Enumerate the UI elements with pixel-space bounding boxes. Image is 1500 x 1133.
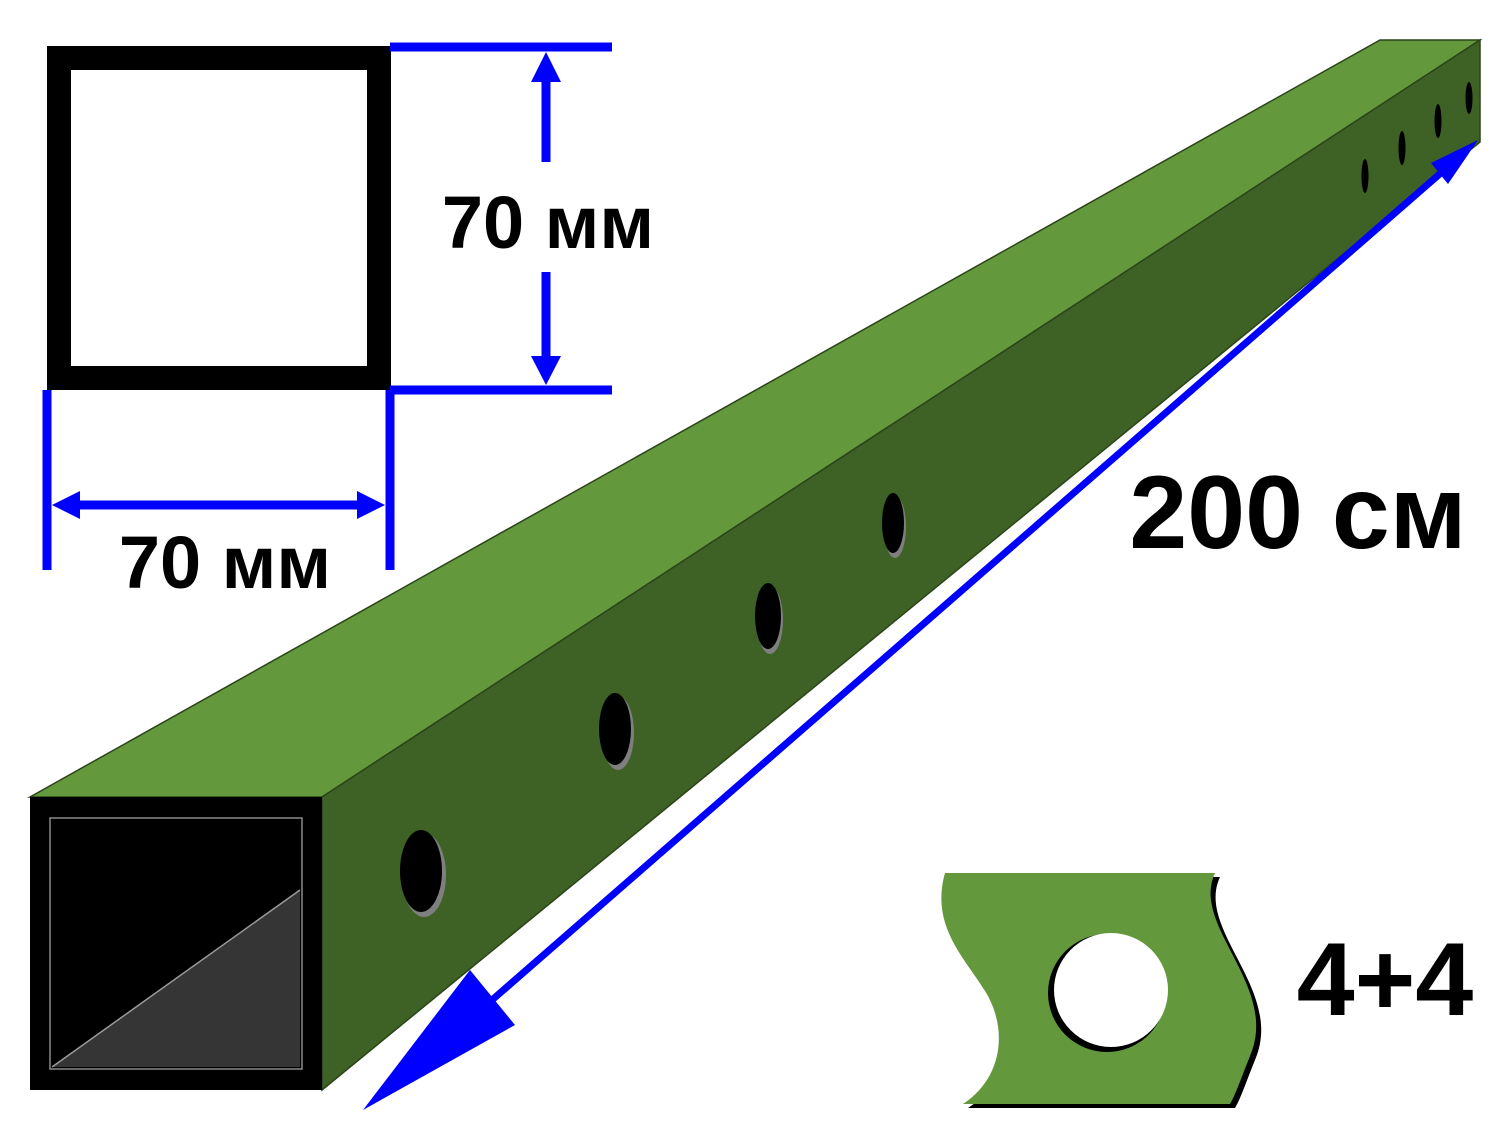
hole bbox=[1398, 131, 1406, 165]
hole-detail bbox=[941, 873, 1262, 1108]
width-dimension-label: 70 мм bbox=[119, 521, 331, 604]
pipe-3d bbox=[27, 38, 1483, 1092]
length-dimension bbox=[363, 140, 1478, 1110]
hole bbox=[882, 493, 904, 553]
hole bbox=[1434, 104, 1442, 138]
width-arrowhead-left bbox=[52, 491, 80, 519]
hole bbox=[1465, 82, 1473, 114]
height-arrowhead-down bbox=[531, 356, 561, 385]
hole bbox=[755, 583, 781, 649]
length-arrowhead-top bbox=[1431, 140, 1478, 184]
length-arrow-line bbox=[489, 162, 1453, 1003]
length-arrowhead-bottom bbox=[363, 970, 515, 1110]
height-dimension bbox=[390, 42, 612, 395]
pipe-end-face bbox=[30, 797, 322, 1090]
width-dimension bbox=[42, 390, 395, 570]
cross-section bbox=[47, 46, 391, 390]
pipe-end-inner-edge bbox=[51, 889, 301, 1068]
hole bbox=[1361, 159, 1369, 193]
pipe-holes bbox=[400, 82, 1473, 917]
hole-detail-circle bbox=[1054, 933, 1168, 1047]
holes-count-label: 4+4 bbox=[1297, 922, 1474, 1038]
height-arrowhead-up bbox=[531, 52, 561, 82]
hole bbox=[599, 693, 631, 765]
hole bbox=[400, 830, 442, 912]
cross-section-square bbox=[47, 46, 391, 390]
length-dimension-label: 200 см bbox=[1129, 455, 1466, 571]
height-dimension-label: 70 мм bbox=[442, 181, 654, 264]
width-arrowhead-right bbox=[357, 491, 385, 519]
